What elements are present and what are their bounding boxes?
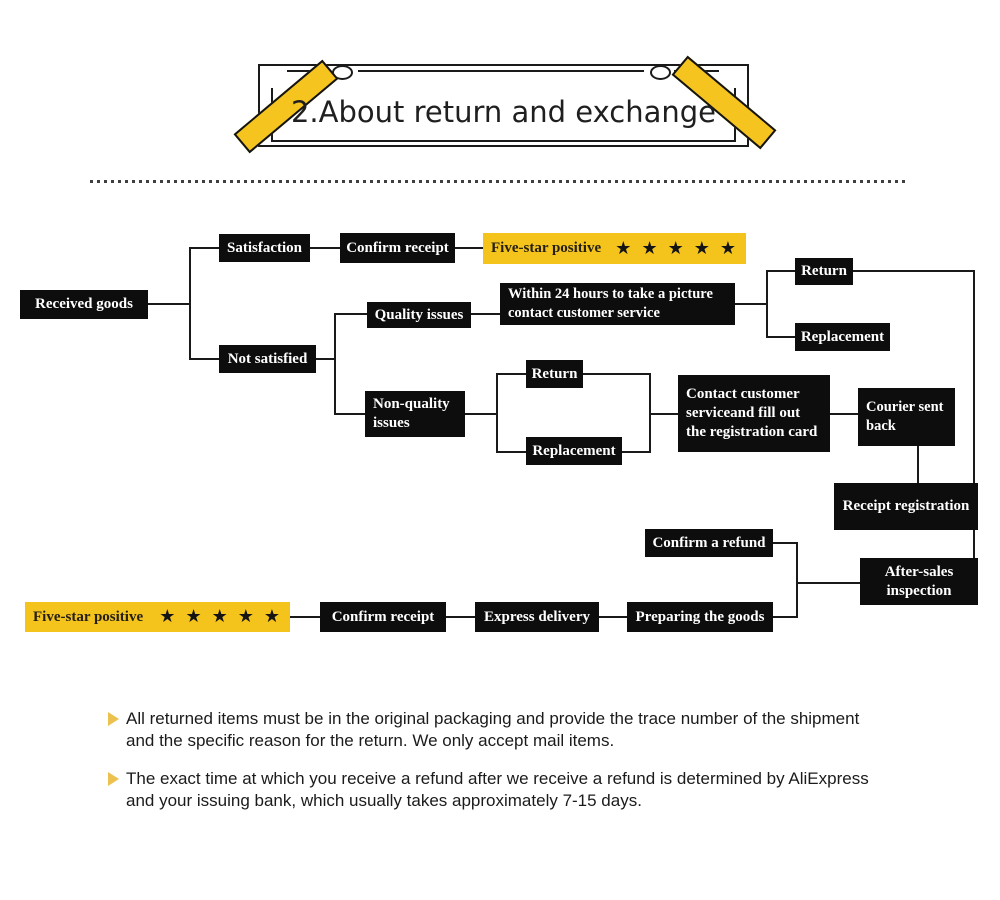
flow-node-not-satisfied: Not satisfied (219, 345, 316, 373)
flow-node-receipt-registration: Receipt registration (834, 483, 978, 530)
connector-line (496, 373, 498, 453)
connector-line (796, 542, 798, 618)
connector-line (650, 413, 678, 415)
five-star-label: Five-star positive (33, 608, 144, 625)
flow-node-received-goods: Received goods (20, 290, 148, 319)
flow-node-confirm-receipt-bottom: Confirm receipt (320, 602, 446, 632)
flow-node-confirm-a-refund: Confirm a refund (645, 529, 773, 557)
connector-line (334, 313, 336, 415)
connector-line (465, 413, 497, 415)
star-icon: ★ (693, 237, 710, 259)
connector-line (316, 358, 335, 360)
connector-line (599, 616, 627, 618)
flow-node-express-delivery: Express delivery (475, 602, 599, 632)
flow-node-confirm-receipt-top: Confirm receipt (340, 233, 455, 263)
connector-line (766, 270, 768, 338)
connector-line (767, 270, 795, 272)
connector-line (853, 270, 975, 272)
page-title: 2.About return and exchange (290, 95, 716, 129)
star-icon: ★ (263, 606, 280, 627)
connector-line (290, 616, 320, 618)
connector-line (622, 451, 650, 453)
banner-string-line (287, 70, 326, 72)
flow-node-return-quality: Return (795, 258, 853, 285)
connector-line (446, 616, 475, 618)
connector-line (973, 270, 975, 558)
note-returned-items: All returned items must be in the origin… (126, 709, 860, 750)
flow-node-non-quality-issues: Non-quality issues (365, 391, 465, 437)
connector-line (773, 542, 797, 544)
five-star-label: Five-star positive (491, 240, 602, 256)
connector-line (310, 247, 340, 249)
flow-node-contact-customer-service: Contact customer serviceand fill out the… (678, 375, 830, 452)
star-icon: ★ (667, 237, 684, 259)
connector-line (583, 373, 650, 375)
connector-line (497, 373, 526, 375)
star-icon: ★ (719, 237, 736, 259)
flow-node-return-nonquality: Return (526, 360, 583, 388)
flow-node-after-sales-inspection: After-sales inspection (860, 558, 978, 605)
flow-node-satisfaction: Satisfaction (219, 234, 310, 262)
connector-line (190, 247, 219, 249)
connector-line (148, 303, 190, 305)
flow-node-replacement-nonquality: Replacement (526, 437, 622, 465)
connector-line (767, 336, 795, 338)
connector-line (335, 313, 367, 315)
bullet-triangle-icon (108, 712, 119, 726)
bullet-triangle-icon (108, 772, 119, 786)
connector-line (773, 616, 797, 618)
star-rating: ★ ★ ★ ★ ★ (159, 608, 280, 626)
flow-node-quality-issues: Quality issues (367, 302, 471, 328)
flow-node-within-24-hours: Within 24 hours to take a picture contac… (500, 283, 735, 325)
connector-line (189, 247, 191, 360)
star-rating: ★ ★ ★ ★ ★ (615, 237, 736, 259)
star-icon: ★ (185, 606, 202, 627)
connector-line (471, 313, 500, 315)
star-icon: ★ (615, 237, 632, 259)
star-icon: ★ (211, 606, 228, 627)
flow-node-preparing-the-goods: Preparing the goods (627, 602, 773, 632)
flow-node-replacement-quality: Replacement (795, 323, 890, 351)
star-icon: ★ (159, 606, 176, 627)
connector-line (190, 358, 219, 360)
banner-string-line (358, 70, 644, 72)
star-icon: ★ (237, 606, 254, 627)
note-refund-time: The exact time at which you receive a re… (126, 769, 869, 810)
star-icon: ★ (641, 237, 658, 259)
flow-node-courier-sent-back: Courier sent back (858, 388, 955, 446)
flow-node-five-star-bottom: Five-star positive ★ ★ ★ ★ ★ (25, 602, 290, 632)
connector-line (917, 446, 919, 483)
string-hole-icon (650, 65, 671, 80)
dotted-divider (90, 180, 906, 183)
connector-line (497, 451, 526, 453)
connector-line (455, 247, 483, 249)
connector-line (830, 413, 858, 415)
connector-line (335, 413, 365, 415)
connector-line (735, 303, 767, 305)
flow-node-five-star-top: Five-star positive ★ ★ ★ ★ ★ (483, 233, 746, 264)
connector-line (797, 582, 860, 584)
